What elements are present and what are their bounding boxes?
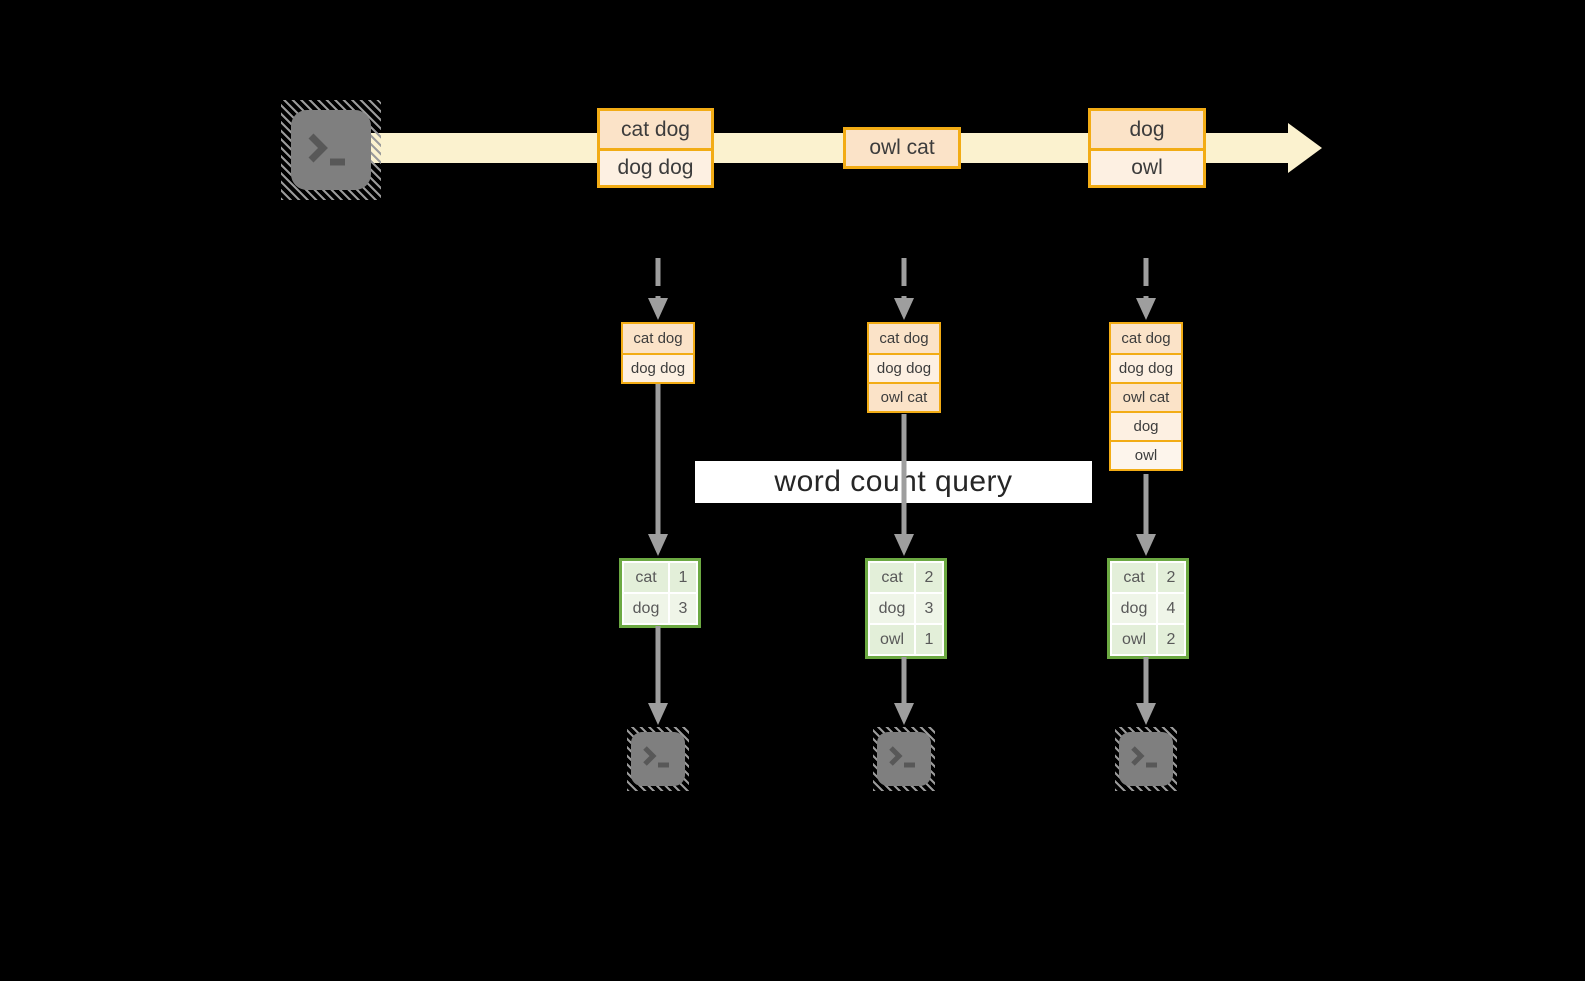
state-cell: dog xyxy=(1111,411,1181,440)
terminal-screen xyxy=(877,732,931,786)
message-cell: owl xyxy=(1091,148,1203,185)
terminal-screen xyxy=(631,732,685,786)
output-terminal-icon xyxy=(873,727,935,791)
query-arrow-icon xyxy=(1136,474,1156,556)
message-box-3: dog owl xyxy=(1088,108,1206,188)
count-table-2: cat 2 dog 3 owl 1 xyxy=(865,558,947,659)
ingest-arrow-icon xyxy=(1136,258,1156,320)
count-word-cell: dog xyxy=(1112,594,1156,623)
output-terminal-icon xyxy=(1115,727,1177,791)
state-cell: owl xyxy=(1111,440,1181,469)
state-cell: dog dog xyxy=(1111,353,1181,382)
state-cell: owl cat xyxy=(1111,382,1181,411)
state-box-1: cat dog dog dog xyxy=(621,322,695,384)
source-terminal-icon xyxy=(281,100,381,200)
query-arrow-icon xyxy=(648,384,668,556)
count-word-cell: cat xyxy=(870,563,914,592)
output-terminal-icon xyxy=(627,727,689,791)
count-value-cell: 1 xyxy=(916,625,942,654)
count-word-cell: dog xyxy=(624,594,668,623)
state-cell: owl cat xyxy=(869,382,939,411)
count-table-3: cat 2 dog 4 owl 2 xyxy=(1107,558,1189,659)
message-box-1: cat dog dog dog xyxy=(597,108,714,188)
state-cell: dog dog xyxy=(623,353,693,382)
count-table-1: cat 1 dog 3 xyxy=(619,558,701,628)
terminal-prompt-glyph-icon xyxy=(1131,746,1157,768)
stream-arrowhead-icon xyxy=(1288,123,1322,173)
ingest-arrow-icon xyxy=(894,258,914,320)
message-cell: dog dog xyxy=(600,148,711,185)
query-arrow-icon xyxy=(894,414,914,556)
terminal-prompt-glyph-icon xyxy=(889,746,915,768)
state-box-3: cat dog dog dog owl cat dog owl xyxy=(1109,322,1183,471)
state-cell: dog dog xyxy=(869,353,939,382)
count-value-cell: 2 xyxy=(1158,625,1184,654)
count-value-cell: 2 xyxy=(1158,563,1184,592)
count-word-cell: cat xyxy=(624,563,668,592)
count-value-cell: 3 xyxy=(916,594,942,623)
output-arrow-icon xyxy=(1136,657,1156,725)
query-label-banner: word count query xyxy=(695,461,1092,503)
ingest-arrow-icon xyxy=(648,258,668,320)
message-cell: owl cat xyxy=(846,130,958,166)
state-cell: cat dog xyxy=(623,324,693,353)
count-word-cell: owl xyxy=(870,625,914,654)
count-word-cell: cat xyxy=(1112,563,1156,592)
count-value-cell: 2 xyxy=(916,563,942,592)
count-value-cell: 4 xyxy=(1158,594,1184,623)
message-cell: dog xyxy=(1091,111,1203,148)
terminal-screen xyxy=(291,110,371,190)
terminal-prompt-glyph-icon xyxy=(643,746,669,768)
state-cell: cat dog xyxy=(1111,324,1181,353)
state-box-2: cat dog dog dog owl cat xyxy=(867,322,941,413)
message-cell: cat dog xyxy=(600,111,711,148)
count-value-cell: 1 xyxy=(670,563,696,592)
query-label: word count query xyxy=(774,465,1013,498)
output-arrow-icon xyxy=(894,657,914,725)
output-arrow-icon xyxy=(648,626,668,725)
count-word-cell: owl xyxy=(1112,625,1156,654)
state-cell: cat dog xyxy=(869,324,939,353)
terminal-prompt-glyph-icon xyxy=(308,133,345,166)
message-box-2: owl cat xyxy=(843,127,961,169)
count-value-cell: 3 xyxy=(670,594,696,623)
count-word-cell: dog xyxy=(870,594,914,623)
terminal-screen xyxy=(1119,732,1173,786)
